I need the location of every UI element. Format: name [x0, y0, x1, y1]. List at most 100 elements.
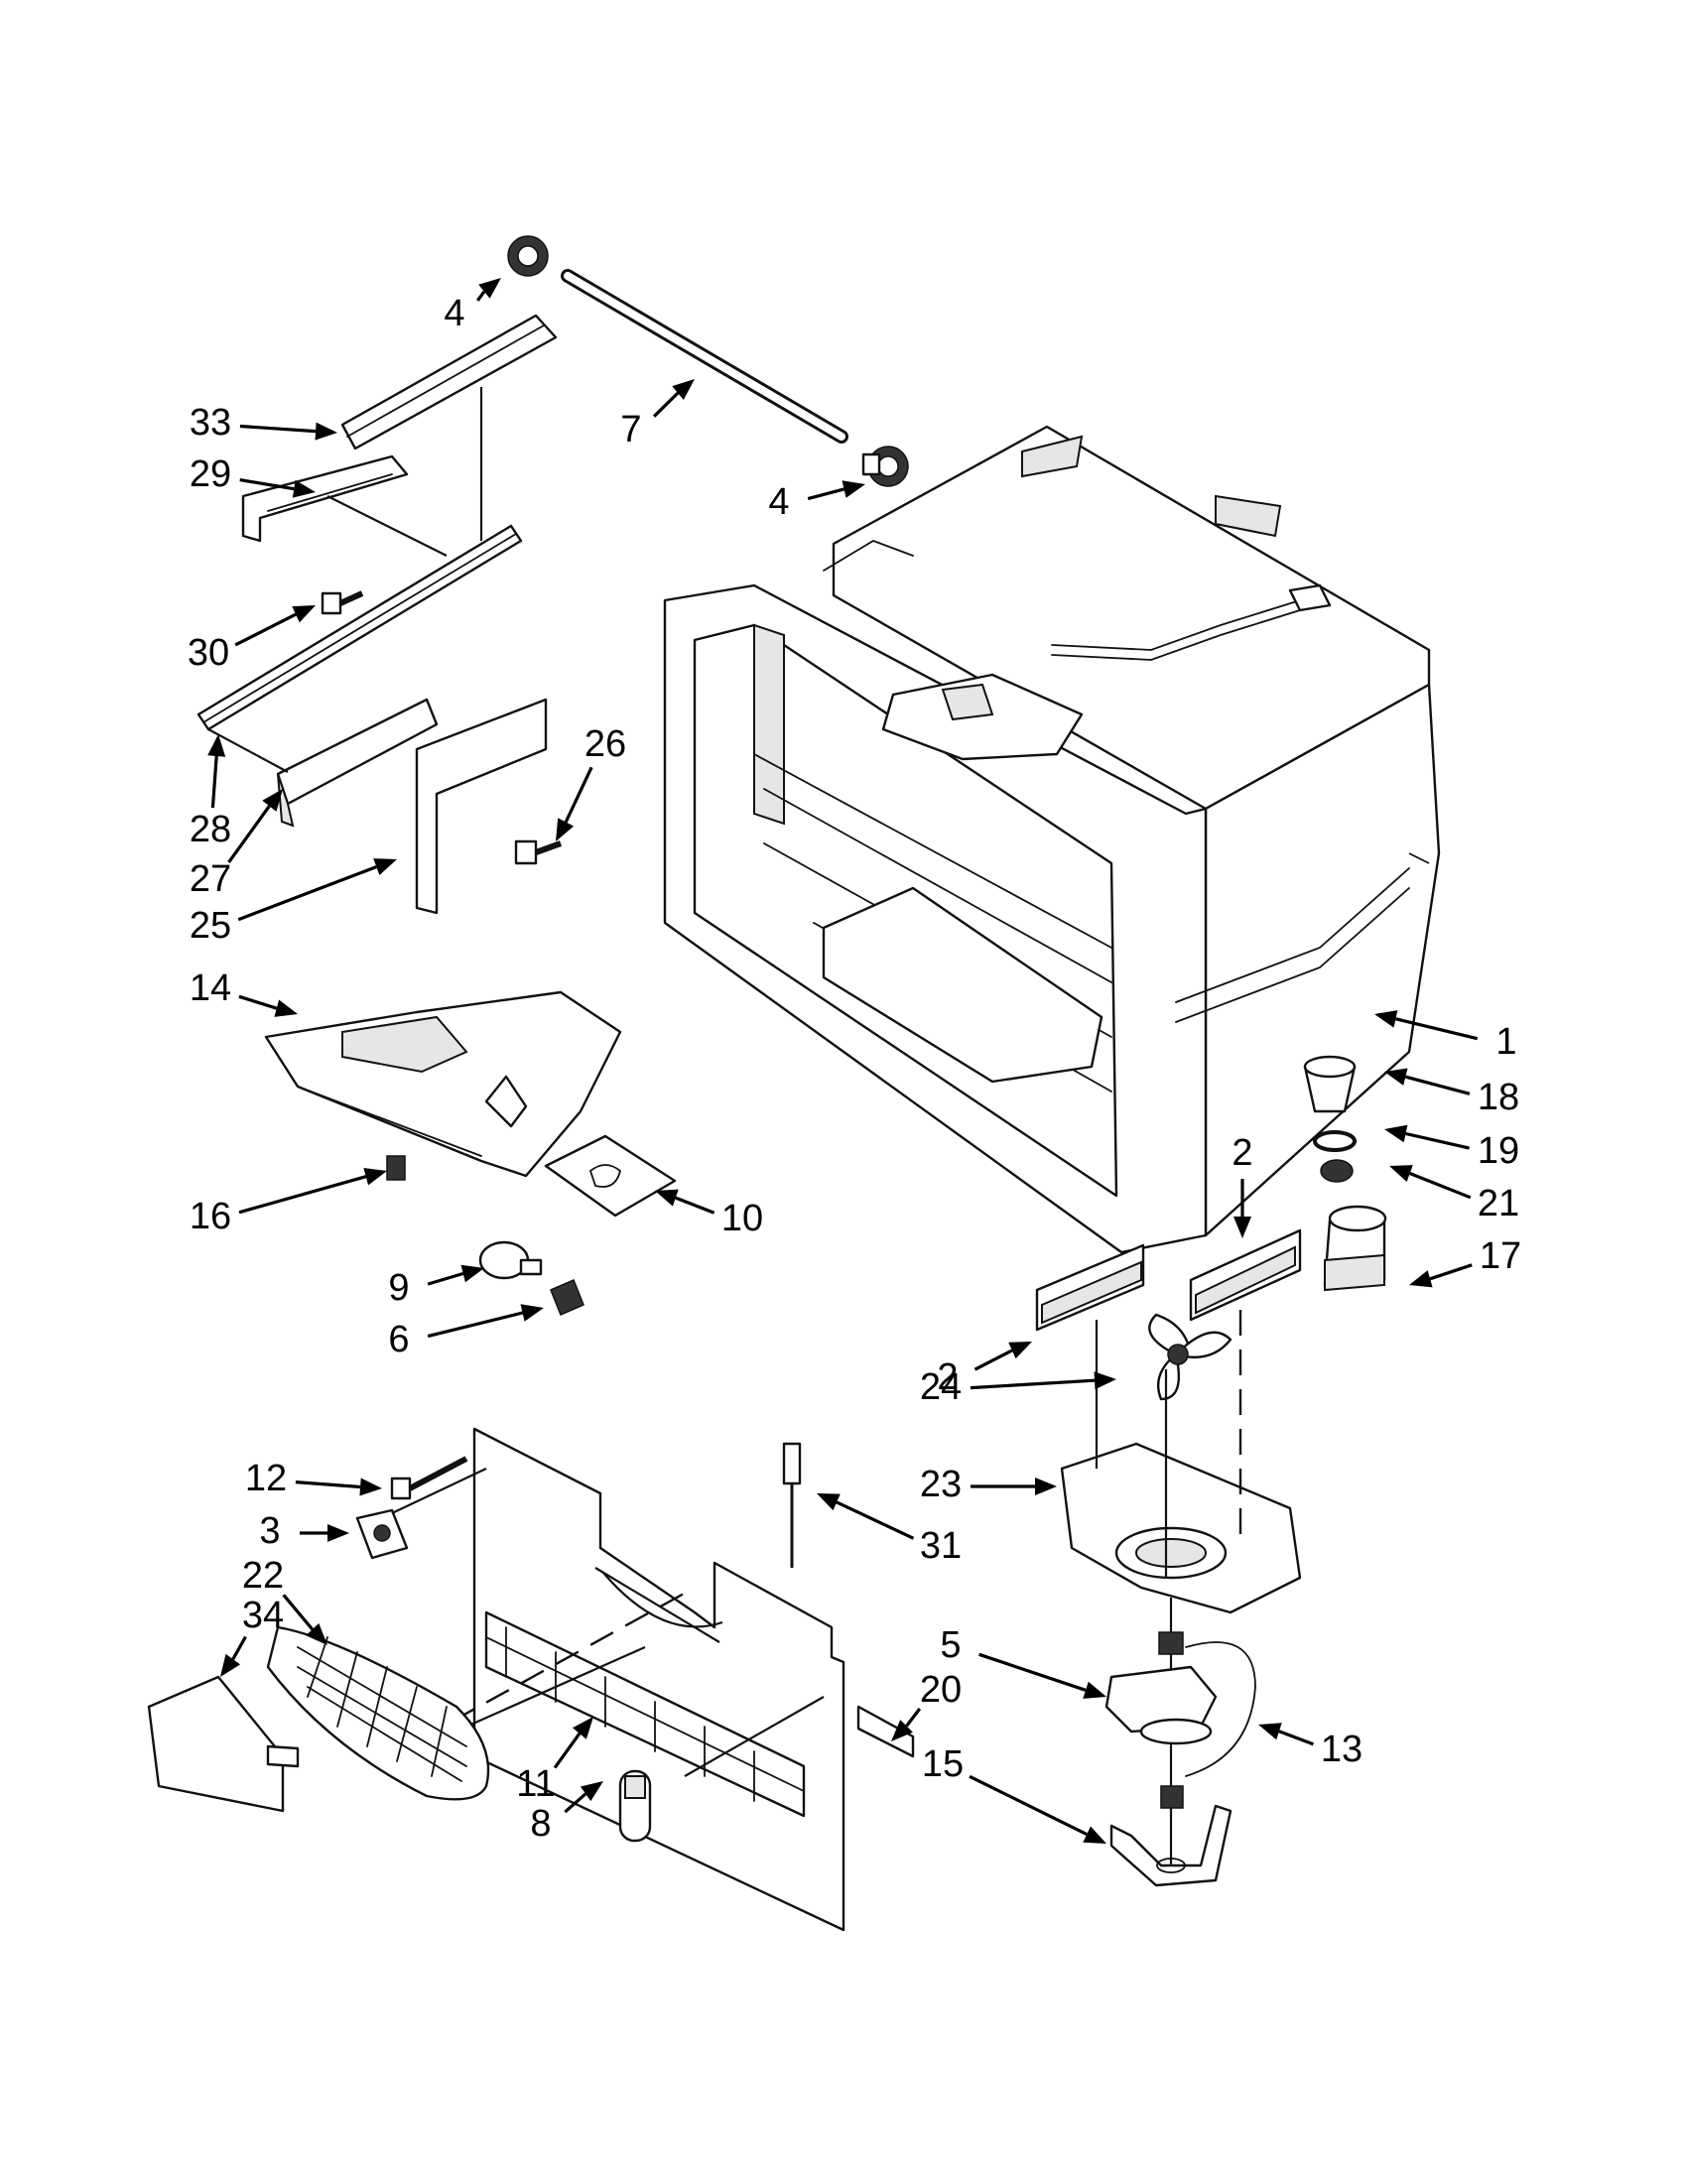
leader-arrowhead [1374, 1010, 1398, 1028]
gasket-sheet [544, 1134, 677, 1218]
callout-4: 4 [768, 480, 865, 523]
callout-label: 10 [721, 1198, 763, 1239]
leader-line [836, 1500, 915, 1540]
leader-arrowhead [520, 1304, 544, 1322]
callout-label: 4 [444, 293, 464, 334]
callout-label: 14 [190, 967, 231, 1009]
leader-line [1278, 1730, 1314, 1746]
leader-arrowhead [460, 1264, 484, 1283]
shaft [561, 269, 848, 444]
leader-line [969, 1774, 1088, 1837]
leader-arrowhead [1035, 1477, 1057, 1495]
callout-label: 19 [1478, 1130, 1519, 1172]
leader-line [282, 1594, 315, 1631]
callout-13: 13 [1258, 1723, 1363, 1770]
callout-2: 2 [937, 1342, 1032, 1398]
leader-line [227, 805, 271, 864]
callout-28: 28 [190, 734, 231, 850]
callout-label: 23 [920, 1464, 962, 1505]
socket [550, 1279, 584, 1316]
leader-line [427, 1311, 523, 1339]
callout-label: 21 [1478, 1183, 1519, 1224]
callout-24: 24 [920, 1366, 1116, 1408]
callout-4: 4 [444, 278, 501, 334]
callout-label: 5 [940, 1624, 961, 1666]
leader-arrowhead [1008, 1342, 1032, 1359]
leader-line [807, 487, 845, 501]
leader-line [239, 424, 317, 434]
leader-line [652, 391, 680, 418]
clip [386, 1155, 406, 1181]
leader-line [905, 1708, 922, 1728]
callout-label: 28 [190, 809, 231, 850]
callout-label: 2 [1232, 1132, 1252, 1174]
leader-arrowhead [1233, 1217, 1251, 1238]
leader-line [1405, 1131, 1470, 1150]
callout-label: 11 [516, 1763, 555, 1805]
callout-33: 33 [190, 402, 337, 444]
leader-line [675, 1196, 715, 1215]
leader-line [1429, 1263, 1473, 1281]
leader-arrowhead [672, 379, 695, 400]
seal-strip [856, 1705, 915, 1758]
fan-motor [1104, 1598, 1256, 1887]
callout-label: 33 [190, 402, 231, 444]
callout-label: 16 [190, 1196, 231, 1237]
wire-clip [618, 1769, 652, 1843]
leader-line [295, 1480, 361, 1489]
callout-27: 27 [190, 789, 283, 900]
leader-arrowhead [556, 818, 575, 841]
leader-line [427, 1271, 464, 1286]
leader-arrowhead [655, 1189, 679, 1207]
leader-line [1409, 1172, 1472, 1200]
callout-label: 20 [920, 1669, 962, 1711]
gear-top [507, 235, 549, 277]
slide-rail-assembly [196, 314, 563, 915]
screw-bracket [355, 1456, 487, 1560]
callout-label: 26 [584, 723, 626, 765]
leader-line [234, 612, 297, 647]
callout-11: 11 [516, 1717, 593, 1805]
callout-label: 27 [190, 858, 231, 900]
leader-arrowhead [478, 278, 501, 299]
callout-17: 17 [1409, 1235, 1521, 1288]
callout-14: 14 [190, 967, 298, 1017]
leader-line [1404, 1075, 1471, 1095]
leader-arrowhead [817, 1493, 841, 1511]
thermistor [782, 1442, 802, 1568]
leader-arrowhead [1389, 1165, 1413, 1182]
leader-arrowhead [315, 422, 337, 441]
callout-12: 12 [245, 1458, 382, 1499]
leader-arrowhead [274, 999, 298, 1017]
callout-31: 31 [817, 1493, 962, 1567]
callout-label: 6 [388, 1319, 409, 1360]
leader-line [239, 478, 295, 491]
callout-8: 8 [530, 1781, 603, 1845]
callout-21: 21 [1389, 1165, 1519, 1224]
leader-arrowhead [580, 1781, 603, 1802]
callout-23: 23 [920, 1464, 1057, 1505]
grille [266, 1625, 490, 1801]
callout-34: 34 [220, 1595, 284, 1677]
leader-arrowhead [1094, 1371, 1116, 1390]
callout-30: 30 [188, 605, 316, 674]
callout-label: 17 [1480, 1235, 1521, 1277]
callout-2: 2 [1232, 1132, 1253, 1238]
callout-label: 24 [920, 1366, 962, 1408]
leader-line [210, 755, 218, 809]
callout-label: 7 [620, 409, 641, 450]
callout-label: 30 [188, 632, 229, 674]
callout-25: 25 [190, 858, 397, 947]
auger-parts [1303, 1055, 1387, 1292]
leader-arrowhead [207, 734, 226, 757]
callout-20: 20 [891, 1669, 962, 1741]
insulation-pads [1035, 1228, 1302, 1332]
callout-label: 13 [1321, 1729, 1363, 1770]
callout-10: 10 [655, 1189, 763, 1239]
leader-arrowhead [306, 1622, 327, 1645]
rear-panel [451, 1427, 845, 1932]
callout-18: 18 [1384, 1068, 1519, 1118]
leader-arrowhead [1384, 1068, 1408, 1086]
